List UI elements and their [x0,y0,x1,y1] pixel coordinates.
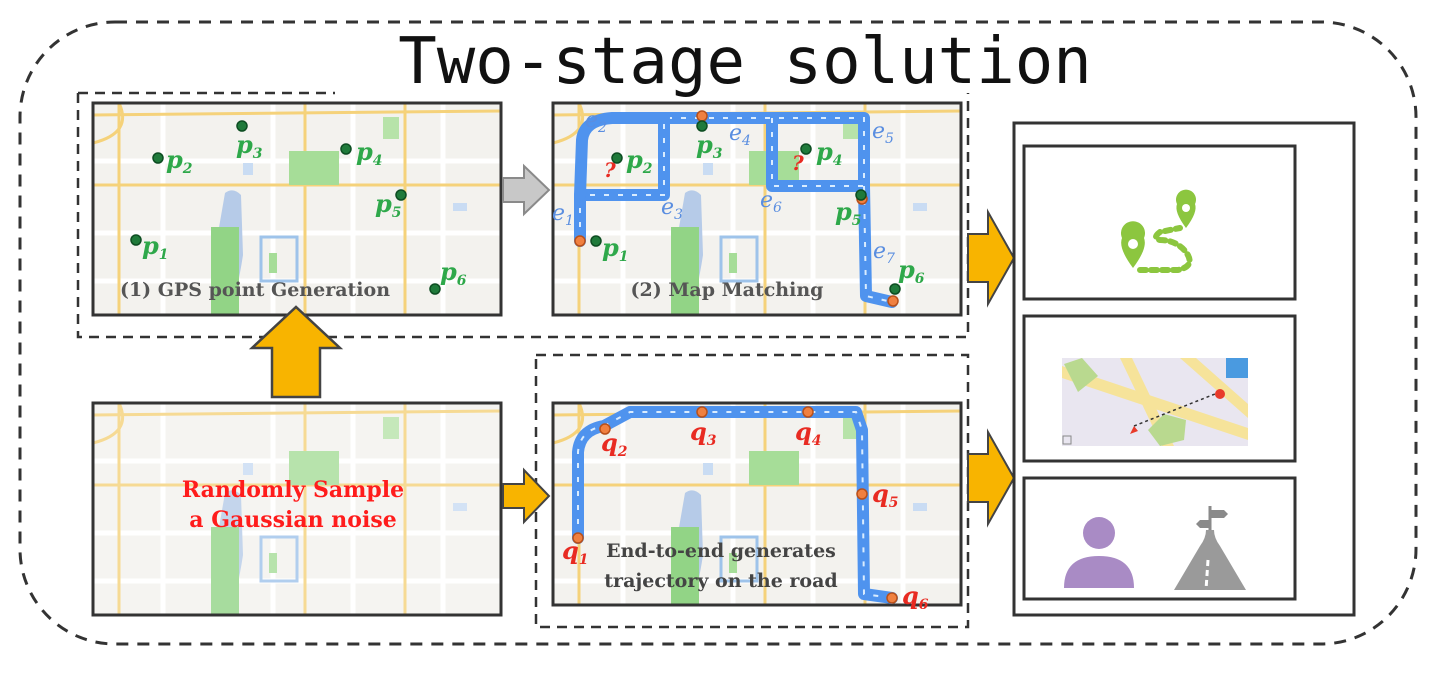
gps-point-p2 [152,152,164,164]
edge-label-e6: e6 [760,188,782,216]
gen-point-q6 [886,592,898,604]
noise-line-1: Randomly Sample [182,477,404,503]
matching-panel-caption: (2) Map Matching [631,279,824,301]
stage-one-group [76,91,970,339]
up-arrow [248,305,344,399]
gen-label-q3: q3 [690,417,717,449]
match-label-p5: p5 [835,197,862,229]
edge-label-e4: e4 [729,121,751,149]
stage-one-output-arrow [967,208,1016,308]
user-road-app-card [1022,476,1297,601]
match-gps-p5 [855,189,867,201]
diagram-title: Two-stage solution [398,25,1092,99]
matched-point-6 [887,295,899,307]
match-label-p4: p4 [816,137,843,169]
gps-point-p4 [340,143,352,155]
edge-label-e2: e2 [585,108,607,136]
gps-label-p2: p2 [166,145,193,177]
gps-label-p3: p3 [236,130,263,162]
end-to-end-output-arrow [967,428,1016,528]
branch-route [574,112,670,201]
map-app-card [1022,314,1297,463]
gps-point-p3 [236,120,248,132]
gen-label-q5: q5 [872,479,899,511]
edge-label-e5: e5 [872,119,894,147]
match-gps-p6 [889,283,901,295]
gps-label-p4: p4 [356,137,383,169]
gen-point-q3 [696,406,708,418]
gen-label-q6: q6 [902,581,929,613]
end-to-end-line-1: End-to-end generates [606,540,836,562]
match-label-p2: p2 [626,145,653,177]
gps-point-p1 [130,234,142,246]
gen-point-q4 [802,406,814,418]
gen-point-q1 [572,532,584,544]
gps-label-p6: p6 [440,257,467,289]
person-icon [1064,517,1134,588]
gps-label-p1: p1 [142,231,169,263]
match-label-p1: p1 [602,233,629,265]
route-pins-icon [1121,189,1197,273]
gray-arrow [502,163,551,217]
gps-panel-caption: (1) GPS point Generation [120,279,390,301]
map-thumbnail-icon [1062,358,1248,446]
noise-line-2: a Gaussian noise [189,507,396,533]
match-gps-p1 [590,235,602,247]
edge-label-e3: e3 [661,195,683,223]
gen-label-q1: q1 [562,536,589,568]
match-gps-p3 [696,120,708,132]
end-to-end-line-2: trajectory on the road [604,570,837,592]
edge-label-e7: e7 [873,239,895,267]
match-gps-p4 [800,143,812,155]
ambiguity-mark-1: ? [604,158,616,182]
gen-label-q4: q4 [795,417,822,449]
match-gps-p2 [611,152,623,164]
gen-point-q2 [599,423,611,435]
match-label-p3: p3 [696,130,723,162]
road-signpost-icon [1174,506,1246,591]
gen-label-q2: q2 [601,428,628,460]
match-label-p6: p6 [898,255,925,287]
matched-point-3 [696,110,708,122]
route-app-card [1022,144,1297,301]
map-matching-panel: e2 e1 e3 e4 e5 e6 e7 ? ? p1 p2 p3 p4 p5 … [551,101,963,317]
noise-to-generation-arrow [502,467,551,525]
gen-point-q5 [856,488,868,500]
ambiguity-mark-2: ? [792,151,804,175]
gps-point-p6 [429,283,441,295]
matched-point-1 [574,235,586,247]
end-to-end-panel: q1 q2 q3 q4 q5 q6 End-to-end generates t… [551,401,963,613]
gps-point-p5 [395,189,407,201]
gps-generation-panel: p1 p2 p3 p4 p5 p6 (1) GPS point Generati… [91,101,503,317]
noise-panel: Randomly Sample a Gaussian noise [91,401,503,617]
edge-label-e1: e1 [552,201,574,229]
gps-label-p5: p5 [375,189,402,221]
